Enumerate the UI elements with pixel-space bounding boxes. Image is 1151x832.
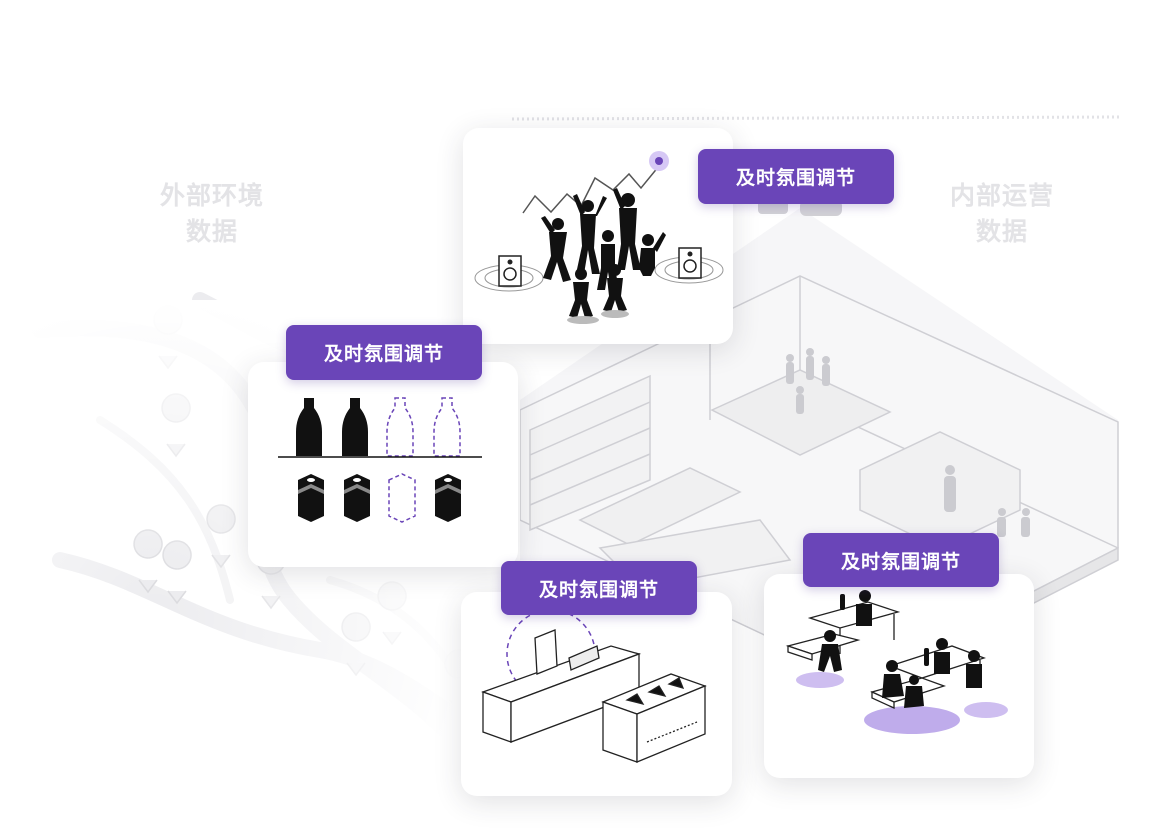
party-card — [463, 128, 733, 344]
counter-illustration — [481, 609, 707, 763]
internal-data-label: 内部运营 数据 — [940, 178, 1064, 250]
atmosphere-tag-shelf: 及时氛围调节 — [286, 325, 482, 380]
dancers-silhouette — [541, 188, 666, 318]
speaker-icon — [654, 247, 724, 284]
seating-card — [764, 574, 1034, 778]
counter-card — [461, 592, 732, 796]
external-data-line2: 数据 — [185, 217, 238, 246]
bottle-icon — [296, 397, 461, 457]
shelf-card — [248, 362, 518, 567]
speaker-icon — [474, 255, 544, 292]
external-data-label: 外部环境 数据 — [150, 178, 274, 250]
external-data-line1: 外部环境 — [159, 181, 264, 210]
shelf-illustration — [278, 397, 482, 523]
can-icon — [298, 473, 461, 523]
internal-data-line1: 内部运营 — [949, 181, 1054, 210]
atmosphere-tag-counter: 及时氛围调节 — [501, 561, 697, 615]
internal-data-line2: 数据 — [975, 217, 1028, 246]
store-figures — [786, 348, 1030, 537]
seating-illustration — [785, 590, 1008, 734]
party-illustration — [474, 151, 724, 324]
diners-silhouette — [818, 590, 982, 708]
atmosphere-tag-seating: 及时氛围调节 — [803, 533, 999, 587]
dotted-line — [511, 115, 1121, 121]
cash-counter — [481, 629, 642, 743]
display-case — [601, 673, 707, 763]
atmosphere-tag-party: 及时氛围调节 — [698, 149, 894, 204]
